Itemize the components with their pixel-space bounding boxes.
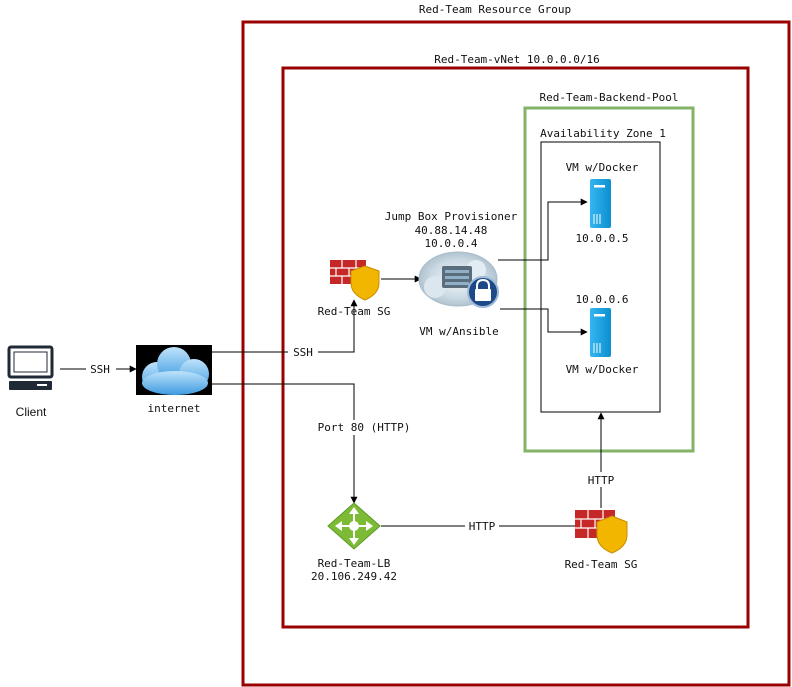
- backend-pool-box: [523, 106, 695, 453]
- vm1-title-label: VM w/Docker: [566, 161, 639, 174]
- resource-group-box: [241, 20, 791, 687]
- edge-jumpbox-vm1: [498, 198, 588, 261]
- ssh-client-label: SSH: [90, 363, 110, 376]
- sg-bottom-label: Red-Team SG: [565, 558, 638, 571]
- client-label: Client: [16, 405, 47, 419]
- lb-ip-label: 20.106.249.42: [311, 570, 397, 583]
- shield-icon: [350, 265, 380, 301]
- internet-label: internet: [148, 402, 201, 415]
- jump-role-label: VM w/Ansible: [419, 325, 498, 338]
- vm1-ip-label: 10.0.0.5: [576, 232, 629, 245]
- port80-label: Port 80 (HTTP): [318, 421, 411, 434]
- http-lb-label: HTTP: [469, 520, 496, 533]
- vm2-server-icon: [590, 308, 611, 357]
- client-icon: [7, 345, 54, 390]
- load-balancer-icon: [327, 502, 381, 550]
- jump-title-label: Jump Box Provisioner: [385, 210, 518, 223]
- http-pool-label: HTTP: [588, 474, 615, 487]
- jump-public-ip-label: 40.88.14.48: [415, 224, 488, 237]
- edge-internet-sg: [212, 299, 358, 353]
- jump-private-ip-label: 10.0.0.4: [425, 237, 478, 250]
- ssh-internet-label: SSH: [293, 346, 313, 359]
- lb-name-label: Red-Team-LB: [318, 557, 391, 570]
- resource-group-label: Red-Team Resource Group: [419, 3, 571, 16]
- vm1-server-icon: [590, 179, 611, 228]
- edge-jumpbox-vm2: [500, 308, 588, 336]
- vnet-box: [281, 66, 750, 629]
- vm2-ip-label: 10.0.0.6: [576, 293, 629, 306]
- sg-top-label: Red-Team SG: [318, 305, 391, 318]
- availability-zone-label: Availability Zone 1: [540, 127, 666, 140]
- vm2-title-label: VM w/Docker: [566, 363, 639, 376]
- internet-cloud-icon: [136, 345, 212, 395]
- backend-pool-label: Red-Team-Backend-Pool: [539, 91, 678, 104]
- lock-icon: [467, 276, 499, 308]
- shield-icon: [596, 515, 628, 554]
- edge-internet-lb: [212, 383, 358, 504]
- vnet-label: Red-Team-vNet 10.0.0.0/16: [434, 53, 600, 66]
